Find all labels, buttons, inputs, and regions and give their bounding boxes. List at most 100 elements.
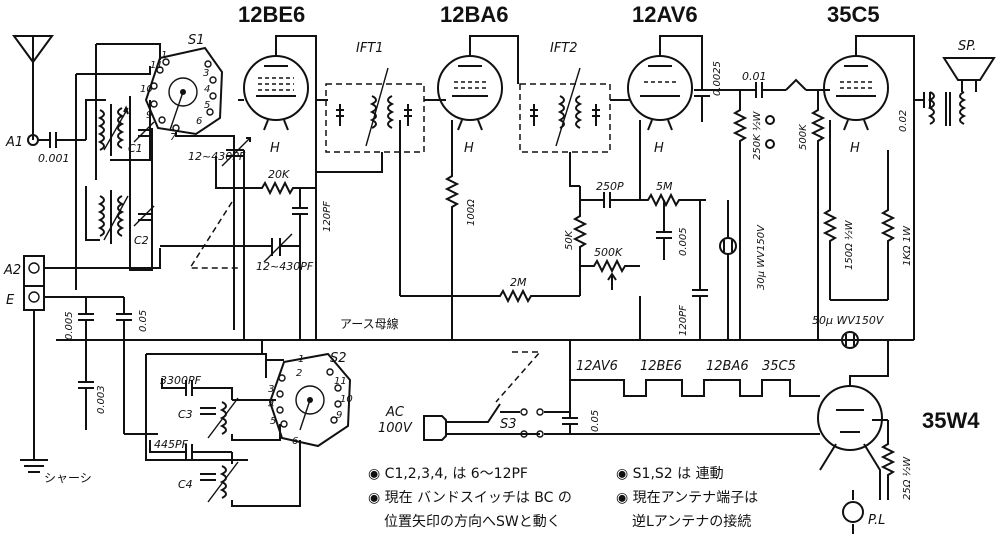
cap-120pf-b-label: 120PF [678, 305, 689, 336]
s2-label: S2 [330, 351, 347, 366]
c445-label: 445PF [154, 438, 189, 451]
tube-label-12av6: 12AV6 [632, 2, 698, 27]
resistor-5m [640, 192, 706, 208]
cap-001-label: 0.01 [742, 70, 767, 83]
chassis-ground [20, 459, 48, 473]
capacitor-00025 [694, 89, 710, 122]
r250k-label: 250K ½W [751, 110, 763, 160]
r1k-label: 1KΩ 1W [902, 225, 913, 266]
c1-label: C1 [128, 142, 143, 155]
trimmer-c1 [133, 121, 155, 143]
r50k-label: 50K [564, 229, 575, 250]
resistor-25ohm [880, 420, 896, 500]
svg-text:11: 11 [150, 60, 163, 71]
output-jack [765, 115, 775, 149]
terminal-e-label: E [6, 293, 15, 308]
capacitor-0003 [78, 340, 94, 430]
note-line-6: 逆Lアンテナの接続 [632, 513, 751, 530]
svg-text:10: 10 [340, 394, 353, 405]
ift1-label: IFT1 [356, 41, 384, 56]
tube-12av6 [627, 35, 703, 131]
tube-12ba6 [437, 35, 519, 131]
osc-coil-c3 [200, 397, 239, 439]
capacitor-120pf-b [692, 200, 708, 340]
svg-text:6: 6 [196, 116, 202, 127]
s1-label: S1 [188, 33, 205, 48]
capacitor-120pf [292, 188, 308, 240]
cap-005-ant-label: 0.05 [138, 310, 149, 332]
heater-label-2: H [464, 141, 474, 156]
resistor-50k [572, 186, 588, 296]
svg-text:6: 6 [292, 436, 298, 447]
variable-cap-lower [160, 233, 300, 263]
capacitor-005b [562, 340, 578, 434]
cap-120pf-label: 120PF [322, 201, 333, 232]
tube-label-35c5: 35C5 [827, 2, 880, 27]
trimmer-c2 [133, 205, 155, 227]
note-line-4: ◉ S1,S2 は 連動 [616, 466, 724, 482]
r500k2-label: 500K [798, 123, 809, 150]
e50-label: 50μ WV150V [812, 314, 885, 327]
terminal-a1-label: A1 [5, 135, 23, 150]
heater-string-12av6: 12AV6 [576, 359, 618, 374]
pilot-lamp [842, 490, 864, 534]
terminal-a2-label: A2 [3, 263, 21, 278]
svg-text:4: 4 [268, 400, 274, 411]
ift1-transformer [325, 67, 425, 153]
variable-cap-upper [221, 137, 251, 167]
resistor-1k [880, 150, 896, 300]
ift2-label: IFT2 [550, 41, 578, 56]
heater-label-1: H [270, 141, 280, 156]
note-line-1: ◉ C1,2,3,4, は 6〜12PF [368, 466, 528, 482]
vc-lower-label: 12~430PF [256, 260, 314, 273]
resistor-20k [244, 180, 316, 196]
fuse-links [520, 408, 544, 438]
resistor-100ohm [444, 120, 460, 340]
c3300-label: 3300PF [160, 374, 202, 387]
e30-label: 30μ WV150V [756, 224, 767, 290]
ift2-transformer [519, 67, 611, 153]
resistor-250k [732, 90, 748, 340]
capacitor-3300pf [161, 378, 233, 400]
capacitor-0001 [49, 132, 86, 148]
band-switch-s1 [144, 46, 224, 136]
resistor-2m [400, 288, 580, 304]
cap-0003-label: 0.003 [96, 385, 107, 414]
r20k-label: 20K [268, 168, 290, 181]
vr500k-label: 500K [594, 246, 623, 259]
electrolytic-50u [841, 331, 859, 349]
tube-label-12be6: 12BE6 [238, 2, 305, 27]
r2m-label: 2M [510, 276, 527, 289]
cap-0005b-label: 0.005 [678, 227, 689, 256]
capacitor-0005-ant [78, 297, 94, 340]
antenna-coil-lower [97, 190, 129, 244]
antenna-coil-upper [97, 104, 129, 156]
ac-volt-label: 100V [378, 421, 413, 436]
svg-text:4: 4 [204, 84, 210, 95]
capacitor-005-ant [116, 297, 132, 340]
svg-text:10: 10 [140, 84, 153, 95]
tube-label-35w4: 35W4 [922, 408, 980, 433]
capacitor-445pf [124, 433, 232, 460]
speaker-label: SP. [958, 39, 976, 54]
svg-text:2: 2 [296, 368, 302, 379]
ac-plug [423, 415, 456, 441]
note-line-5: ◉ 現在アンテナ端子は [616, 490, 758, 506]
svg-text:3: 3 [268, 384, 274, 395]
heater-string-12be6: 12BE6 [640, 359, 682, 374]
cap-002-label: 0.02 [898, 110, 909, 132]
heater-string [620, 379, 820, 397]
speaker-symbol [942, 57, 996, 92]
svg-text:1: 1 [298, 354, 304, 365]
band-switch-s2 [268, 352, 352, 448]
terminal-a2 [23, 255, 45, 287]
svg-text:5: 5 [270, 416, 276, 427]
cap-00025-label: 0.0025 [712, 61, 723, 96]
svg-text:9: 9 [336, 410, 342, 421]
heater-label-3: H [654, 141, 664, 156]
r25-label: 25Ω ½W [901, 456, 913, 500]
svg-text:7: 7 [170, 132, 177, 143]
volume-500k [580, 258, 640, 290]
terminal-e [23, 285, 45, 311]
